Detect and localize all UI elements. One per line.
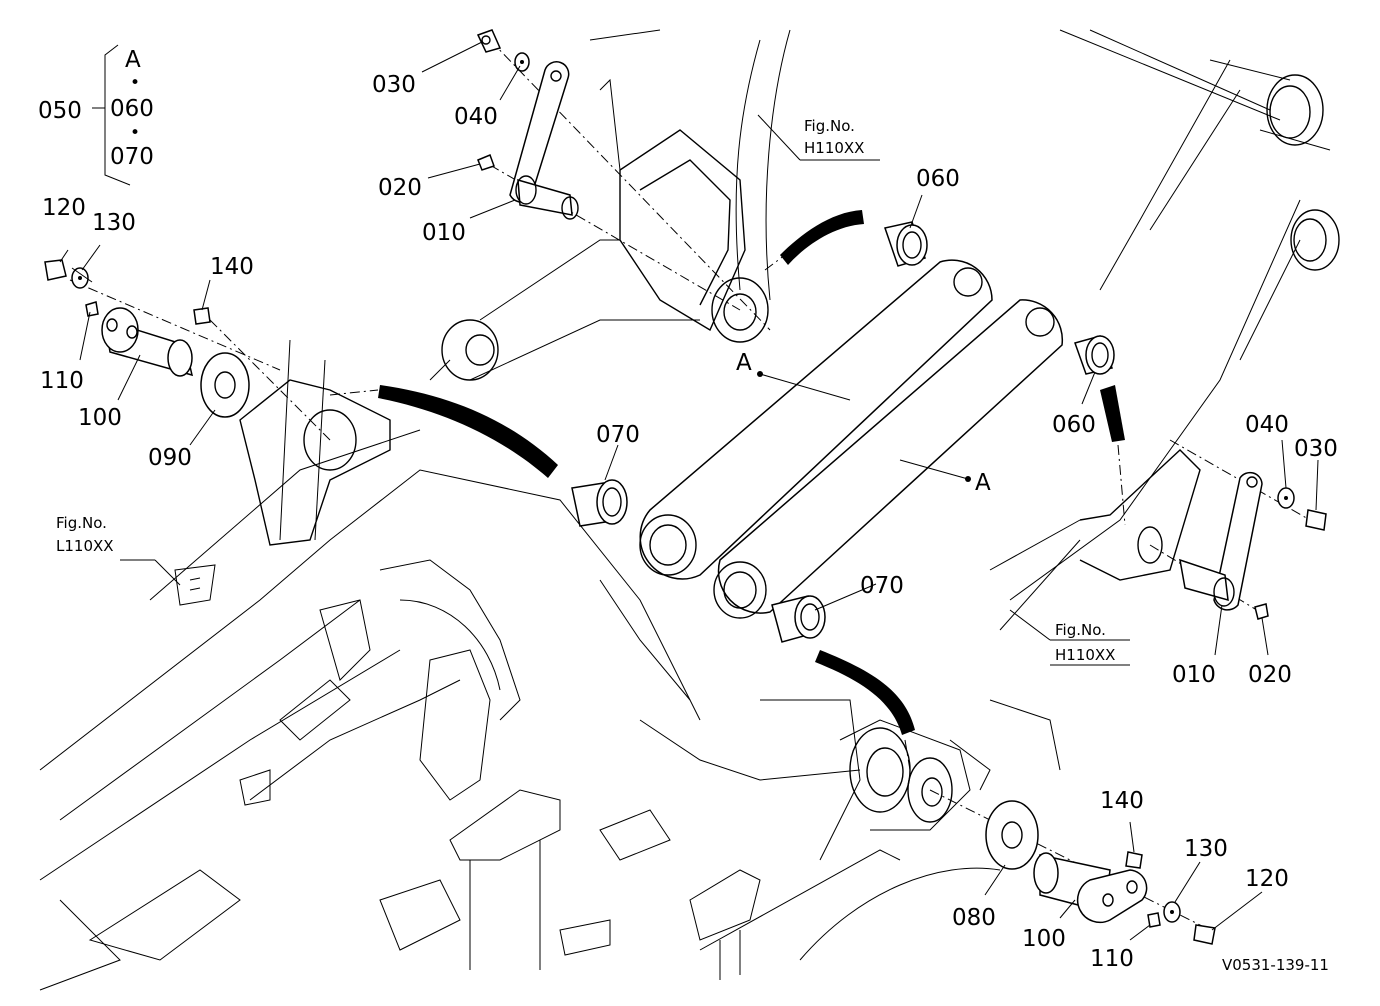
shim-080 bbox=[985, 800, 1039, 870]
fig-ref-h110xx-lower: H110XX bbox=[1055, 646, 1115, 664]
plate-010-right bbox=[1179, 471, 1263, 611]
label-060-upper: 060 bbox=[916, 166, 960, 192]
nut-140-left bbox=[193, 307, 211, 325]
washer-040-upper bbox=[514, 52, 530, 72]
drawing-id: V0531-139-11 bbox=[1222, 956, 1329, 974]
part-labels: A • 060 • 070 050 030 040 020 010 Fig.No… bbox=[38, 47, 1338, 974]
grease-110-left bbox=[85, 301, 99, 317]
group-bracket-050 bbox=[92, 44, 131, 186]
label-070-left: 070 bbox=[596, 422, 640, 448]
bolt-030-right bbox=[1305, 509, 1327, 531]
group-dot-2: • bbox=[130, 123, 140, 143]
right-lower-bracket bbox=[839, 719, 991, 831]
fig-ref-label-h1: Fig.No. bbox=[804, 117, 855, 135]
bushing-060-right bbox=[1074, 335, 1115, 375]
washer-130-right bbox=[1163, 901, 1181, 923]
label-020-right: 020 bbox=[1248, 662, 1292, 688]
label-100-left: 100 bbox=[78, 405, 122, 431]
left-bracket bbox=[174, 339, 391, 606]
label-120-right: 120 bbox=[1245, 866, 1289, 892]
label-060-right: 060 bbox=[1052, 412, 1096, 438]
label-a-lower: A bbox=[975, 470, 991, 496]
grease-020-right bbox=[1254, 603, 1269, 620]
frame-outline bbox=[39, 429, 1061, 991]
plate-010-upper bbox=[509, 61, 579, 220]
pin-100-right bbox=[1033, 852, 1148, 924]
label-030-right: 030 bbox=[1294, 436, 1338, 462]
washer-040-right bbox=[1277, 487, 1295, 509]
group-label-060: 060 bbox=[110, 96, 154, 122]
label-010-right: 010 bbox=[1172, 662, 1216, 688]
label-140-left: 140 bbox=[210, 254, 254, 280]
fig-ref-label-h2: Fig.No. bbox=[1055, 621, 1106, 639]
connector-curves bbox=[329, 210, 1126, 771]
label-110-left: 110 bbox=[40, 368, 84, 394]
bushing-060-upper bbox=[884, 221, 928, 267]
washer-130-left bbox=[71, 267, 89, 289]
link-arm-upper bbox=[639, 259, 993, 580]
fig-ref-h110xx-upper: H110XX bbox=[804, 139, 864, 157]
label-080: 080 bbox=[952, 905, 996, 931]
nut-140-right bbox=[1125, 851, 1143, 869]
label-110-right: 110 bbox=[1090, 946, 1134, 972]
group-dot-1: • bbox=[130, 73, 140, 93]
grease-110-right bbox=[1147, 912, 1161, 928]
label-130-left: 130 bbox=[92, 210, 136, 236]
leader-lines bbox=[59, 41, 1319, 941]
label-140-right: 140 bbox=[1100, 788, 1144, 814]
label-040-right: 040 bbox=[1245, 412, 1289, 438]
fig-ref-label-l: Fig.No. bbox=[56, 514, 107, 532]
group-label-a: A bbox=[125, 47, 141, 73]
group-label-070: 070 bbox=[110, 144, 154, 170]
link-arm-lower bbox=[713, 299, 1064, 619]
label-100-right: 100 bbox=[1022, 926, 1066, 952]
label-040-upper: 040 bbox=[454, 104, 498, 130]
label-a-upper: A bbox=[736, 350, 752, 376]
grease-020-upper bbox=[477, 154, 495, 171]
shim-090 bbox=[200, 352, 250, 418]
pin-100-left bbox=[101, 307, 194, 377]
bolt-120-right bbox=[1193, 924, 1216, 945]
label-130-right: 130 bbox=[1184, 836, 1228, 862]
label-090: 090 bbox=[148, 445, 192, 471]
bolt-120-left bbox=[44, 259, 67, 281]
boom-outline bbox=[589, 29, 1340, 601]
upper-bracket bbox=[429, 78, 769, 381]
fig-ref-l110xx: L110XX bbox=[56, 537, 114, 555]
label-050: 050 bbox=[38, 98, 82, 124]
label-120-left: 120 bbox=[42, 195, 86, 221]
right-upper-bracket bbox=[989, 449, 1201, 631]
label-020-upper: 020 bbox=[378, 175, 422, 201]
bushing-070-left bbox=[571, 479, 628, 527]
label-010-upper: 010 bbox=[422, 220, 466, 246]
bushing-070-lower bbox=[771, 595, 826, 643]
label-070-lower: 070 bbox=[860, 573, 904, 599]
label-030-upper: 030 bbox=[372, 72, 416, 98]
bolt-030-upper bbox=[476, 29, 502, 53]
